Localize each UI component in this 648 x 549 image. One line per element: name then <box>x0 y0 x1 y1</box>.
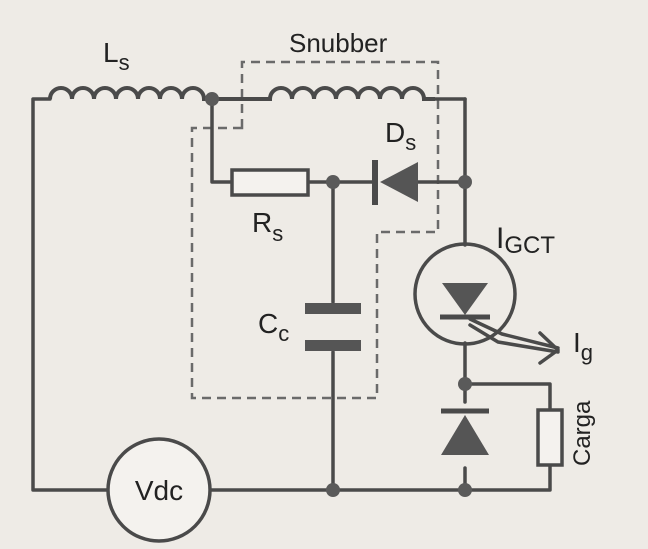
resistor-rs <box>230 168 310 197</box>
junction-node <box>458 175 472 189</box>
snubber-boundary <box>190 60 440 400</box>
inductor-snubber <box>212 86 435 101</box>
load-carga <box>536 408 564 467</box>
junction-node <box>458 377 472 391</box>
label-ds: Ds <box>385 117 416 155</box>
igct-device <box>413 242 560 365</box>
junction-node <box>326 483 340 497</box>
diode-ds <box>372 160 418 205</box>
label-cc: Cc <box>258 308 289 346</box>
junctions <box>205 92 472 497</box>
label-rs: Rs <box>252 207 283 246</box>
junction-node <box>458 483 472 497</box>
label-snubber: Snubber <box>289 28 388 58</box>
wires <box>31 97 552 492</box>
vdc-source <box>106 437 212 543</box>
diode-freewheel <box>441 408 489 455</box>
label-vdc: Vdc <box>135 475 183 506</box>
capacitor-cc <box>305 303 361 351</box>
label-carga: Carga <box>569 400 596 466</box>
label-ls: Ls <box>103 37 130 75</box>
label-igct: IGCT <box>496 222 555 259</box>
junction-node <box>326 175 340 189</box>
inductor-ls <box>48 86 212 101</box>
label-ig: Ig <box>573 327 593 365</box>
junction-node <box>205 92 219 106</box>
